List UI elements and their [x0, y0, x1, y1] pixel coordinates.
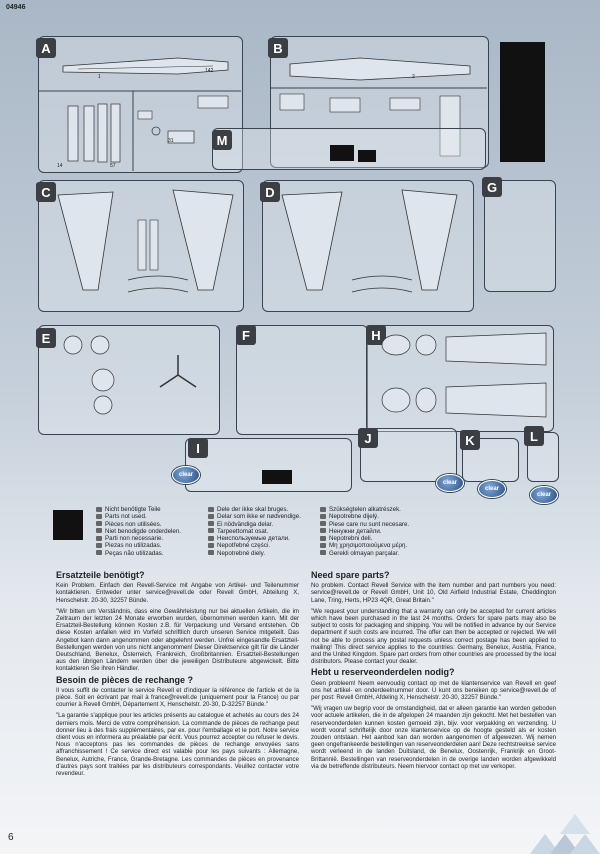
en-p1: No problem. Contact Revell Service with …: [311, 582, 556, 604]
sprue-e-drawing: [63, 335, 197, 415]
flag-pl: [208, 542, 214, 548]
flag-tr: [320, 550, 326, 556]
en-title: Need spare parts?: [311, 570, 390, 580]
flag-gr: [320, 542, 326, 548]
flag-sk: [208, 550, 214, 556]
nl-p2: "Wij vragen uw begrip voor de omstandigh…: [311, 705, 556, 770]
spare-parts-de-fr: Ersatzteile benötigt? Kein Problem. Einf…: [56, 570, 299, 781]
flag-dk: [208, 506, 214, 512]
flag-de: [96, 506, 102, 512]
sprue-e-letter: E: [36, 328, 56, 348]
sprue-a-letter: A: [36, 38, 56, 58]
en-p2: "We request your understanding that a wa…: [311, 607, 556, 666]
clear-parts-badge: clear: [478, 480, 506, 498]
fr-p2: "La garantie s'applique pour les article…: [56, 712, 299, 778]
flag-pt: [96, 550, 102, 556]
fr-title: Besoin de pièces de rechange ?: [56, 674, 194, 685]
clear-parts-badge: clear: [530, 486, 558, 504]
part-number: 142: [205, 68, 214, 74]
spare-parts-en-nl: Need spare parts? No problem. Contact Re…: [311, 570, 556, 774]
sprue-h-drawing: [381, 332, 547, 418]
unused-parts-swatch: [53, 510, 83, 540]
unused-part: [330, 145, 354, 161]
flag-fr: [96, 521, 102, 527]
sprue-l-letter: L: [524, 426, 544, 446]
clear-parts-badge: clear: [172, 466, 200, 484]
flag-hu: [320, 506, 326, 512]
flag-it: [96, 535, 102, 541]
sprue-k-letter: K: [460, 430, 480, 450]
article-code: 04946: [6, 4, 26, 11]
corner-triangle-pattern: [530, 814, 600, 854]
flag-nl: [96, 528, 102, 534]
fr-p1: Il vous suffit de contacter le service R…: [56, 686, 299, 709]
sprue-d-drawing: [281, 189, 458, 293]
flag-no: [208, 513, 214, 519]
flag-bg: [320, 528, 326, 534]
part-number: 57: [110, 163, 116, 169]
flag-hr: [320, 513, 326, 519]
sprue-c-letter: C: [36, 182, 56, 202]
clear-parts-badge: clear: [436, 474, 464, 492]
part-number: 2: [412, 74, 415, 80]
sprue-h-letter: H: [366, 325, 386, 345]
sprue-m-letter: M: [212, 130, 232, 150]
sprue-g: [484, 180, 556, 292]
page-number: 6: [8, 832, 14, 843]
unused-part: [500, 42, 545, 162]
sprue-a-drawing: [38, 57, 241, 171]
de-p2: "Wir bitten um Verständnis, dass eine Ge…: [56, 607, 299, 673]
sprue-b-letter: B: [268, 38, 288, 58]
part-number: 14: [57, 163, 63, 169]
flag-fi: [208, 528, 214, 534]
nl-p1: Geen probleem! Neem eenvoudig contact op…: [311, 679, 556, 702]
flag-si: [320, 535, 326, 541]
flag-ro: [320, 521, 326, 527]
nl-title: Hebt u reserveonderdelen nodig?: [311, 667, 455, 678]
sprue-b-drawing: [270, 57, 487, 157]
flag-es: [96, 542, 102, 548]
flag-gb: [96, 513, 102, 519]
part-number: 1: [98, 74, 101, 80]
sprue-g-letter: G: [482, 177, 502, 197]
flag-ru: [208, 535, 214, 541]
sprue-d-letter: D: [260, 182, 280, 202]
de-p1: Kein Problem. Einfach den Revell-Service…: [56, 582, 299, 604]
unused-part: [262, 470, 292, 484]
unused-part: [358, 150, 376, 162]
sprue-i-letter: I: [188, 438, 208, 458]
part-number: 31: [168, 138, 174, 144]
sprue-c-drawing: [57, 189, 234, 293]
de-title: Ersatzteile benötigt?: [56, 570, 145, 580]
sprue-f-letter: F: [236, 325, 256, 345]
sprue-j-letter: J: [358, 428, 378, 448]
flag-se: [208, 521, 214, 527]
sprue-f: [236, 325, 368, 435]
